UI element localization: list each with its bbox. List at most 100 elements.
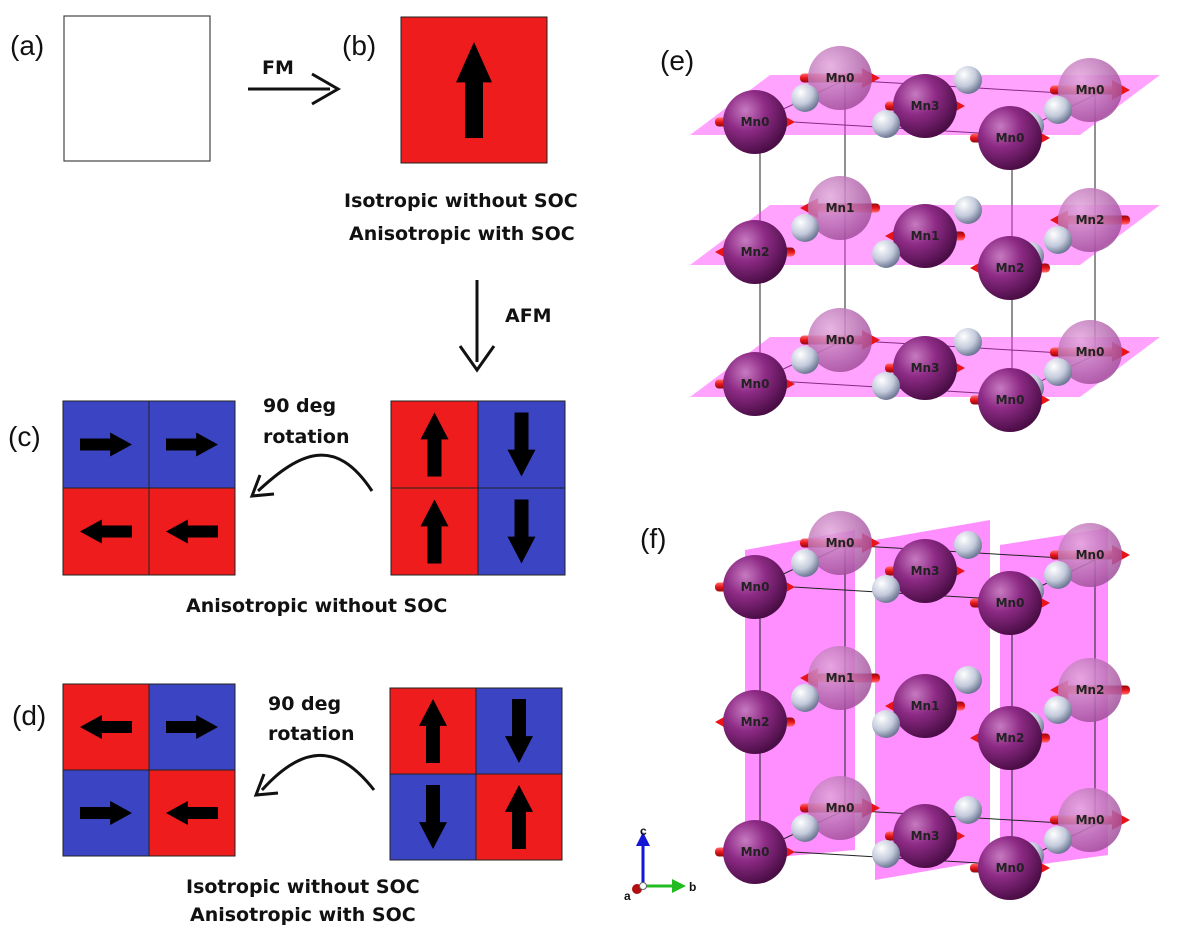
- panel-label-b: (b): [342, 30, 376, 61]
- spin-arrow-right: [166, 715, 218, 739]
- o-atom: [872, 840, 900, 868]
- mn-atom: [723, 90, 787, 154]
- mn-atom-label: Mn3: [911, 99, 940, 113]
- mn-atom-label: Mn1: [911, 699, 940, 713]
- o-atom: [1044, 826, 1072, 854]
- spin-arrow-up: [419, 699, 447, 763]
- mn-atom: [893, 539, 957, 603]
- o-atom: [954, 196, 982, 224]
- spin-arrow-left: [166, 801, 218, 825]
- spin-arrow-up: [420, 412, 449, 477]
- mn-atom-label: Mn1: [911, 229, 940, 243]
- mn-atom: [893, 804, 957, 868]
- rotation-d-line1: 90 deg: [268, 693, 341, 715]
- fm-label: FM: [262, 57, 294, 79]
- spin-arrow-down: [507, 499, 536, 564]
- spin-arrow-up: [456, 42, 492, 138]
- spin-arrow-down: [507, 412, 536, 477]
- rotation-c-line1: 90 deg: [263, 395, 336, 417]
- spin-grid-b: [400, 16, 548, 164]
- mn-atom: [808, 176, 872, 240]
- panel-label-c: (c): [8, 421, 41, 452]
- o-atom: [954, 666, 982, 694]
- mn-atom: [978, 368, 1042, 432]
- o-atom: [1044, 226, 1072, 254]
- spin-arrow-right: [80, 801, 132, 825]
- c-axis-label: c: [640, 824, 647, 838]
- spin-arrow-up: [505, 785, 533, 849]
- rotation-c-line2: rotation: [263, 426, 350, 448]
- spin-arrow-down: [505, 699, 533, 763]
- mn-atom: [1058, 658, 1122, 722]
- mn-atom-label: Mn1: [826, 671, 855, 685]
- mn-atom: [978, 706, 1042, 770]
- caption-d-line1: Isotropic without SOC: [186, 876, 420, 898]
- mn-atom: [978, 836, 1042, 900]
- spin-grid-d: [62, 683, 236, 857]
- b-axis-head: [672, 879, 686, 893]
- spin-grid-afm-d: [389, 687, 563, 861]
- mn-atom: [808, 646, 872, 710]
- mn-atom-label: Mn2: [996, 731, 1025, 745]
- panel-label-d: (d): [12, 700, 46, 731]
- rotation-c-head: [249, 474, 275, 498]
- caption-b-line1: Isotropic without SOC: [344, 190, 578, 212]
- o-atom: [872, 710, 900, 738]
- panel-label-e: (e): [660, 45, 694, 76]
- o-atom: [1044, 561, 1072, 589]
- o-atom: [791, 346, 819, 374]
- mn-atom-label: Mn0: [826, 333, 855, 347]
- mn-atom-label: Mn2: [1076, 213, 1105, 227]
- a-axis-label: a: [624, 889, 631, 903]
- caption-c: Anisotropic without SOC: [186, 595, 447, 617]
- mn-atom-label: Mn2: [1076, 683, 1105, 697]
- mn-atom: [1058, 58, 1122, 122]
- panel-label-f: (f): [640, 523, 666, 554]
- mn-atom-label: Mn2: [996, 261, 1025, 275]
- spin-arrow-right: [166, 432, 218, 457]
- mn-atom-label: Mn2: [741, 715, 770, 729]
- mn-atom: [723, 220, 787, 284]
- mn-atom-label: Mn0: [996, 861, 1025, 875]
- caption-b-line2: Anisotropic with SOC: [349, 223, 575, 245]
- mn-atom-label: Mn0: [826, 71, 855, 85]
- o-atom: [791, 684, 819, 712]
- o-atom: [1044, 358, 1072, 386]
- mn-atom: [1058, 320, 1122, 384]
- mn-atom-label: Mn3: [911, 829, 940, 843]
- mn-atom-label: Mn0: [741, 115, 770, 129]
- mn-atom: [808, 308, 872, 372]
- mn-atom: [1058, 788, 1122, 852]
- mn-atom-label: Mn3: [911, 361, 940, 375]
- mn-atom: [978, 571, 1042, 635]
- mn-atom: [978, 106, 1042, 170]
- mn-atom: [978, 236, 1042, 300]
- spin-arrow-left: [80, 715, 132, 739]
- empty-square: [63, 15, 211, 162]
- mn-atom: [1058, 188, 1122, 252]
- o-atom: [872, 240, 900, 268]
- o-atom: [954, 531, 982, 559]
- spin-grid-c: [62, 400, 236, 576]
- crystal-structure-f: Mn0Mn0Mn3Mn0Mn0Mn1Mn2Mn1Mn2Mn2Mn0Mn0Mn3M…: [715, 511, 1130, 900]
- o-atom: [954, 328, 982, 356]
- o-atom: [1044, 696, 1072, 724]
- mn-atom-label: Mn0: [1076, 83, 1105, 97]
- o-atom: [791, 814, 819, 842]
- caption-d-line2: Anisotropic with SOC: [190, 904, 416, 926]
- rotation-c-curve: [256, 453, 374, 493]
- o-atom: [791, 84, 819, 112]
- mn-atom: [808, 511, 872, 575]
- mn-atom: [893, 74, 957, 138]
- mn-atom-label: Mn0: [741, 377, 770, 391]
- fm-arrow-head: [311, 72, 342, 106]
- mn-atom: [893, 336, 957, 400]
- spin-arrow-left: [80, 519, 132, 544]
- b-axis-label: b: [689, 880, 696, 894]
- panel-label-a: (a): [10, 30, 44, 61]
- spin-arrow-left: [166, 519, 218, 544]
- mn-atom: [893, 674, 957, 738]
- o-atom: [954, 66, 982, 94]
- mn-atom-label: Mn3: [911, 564, 940, 578]
- mn-atom: [808, 776, 872, 840]
